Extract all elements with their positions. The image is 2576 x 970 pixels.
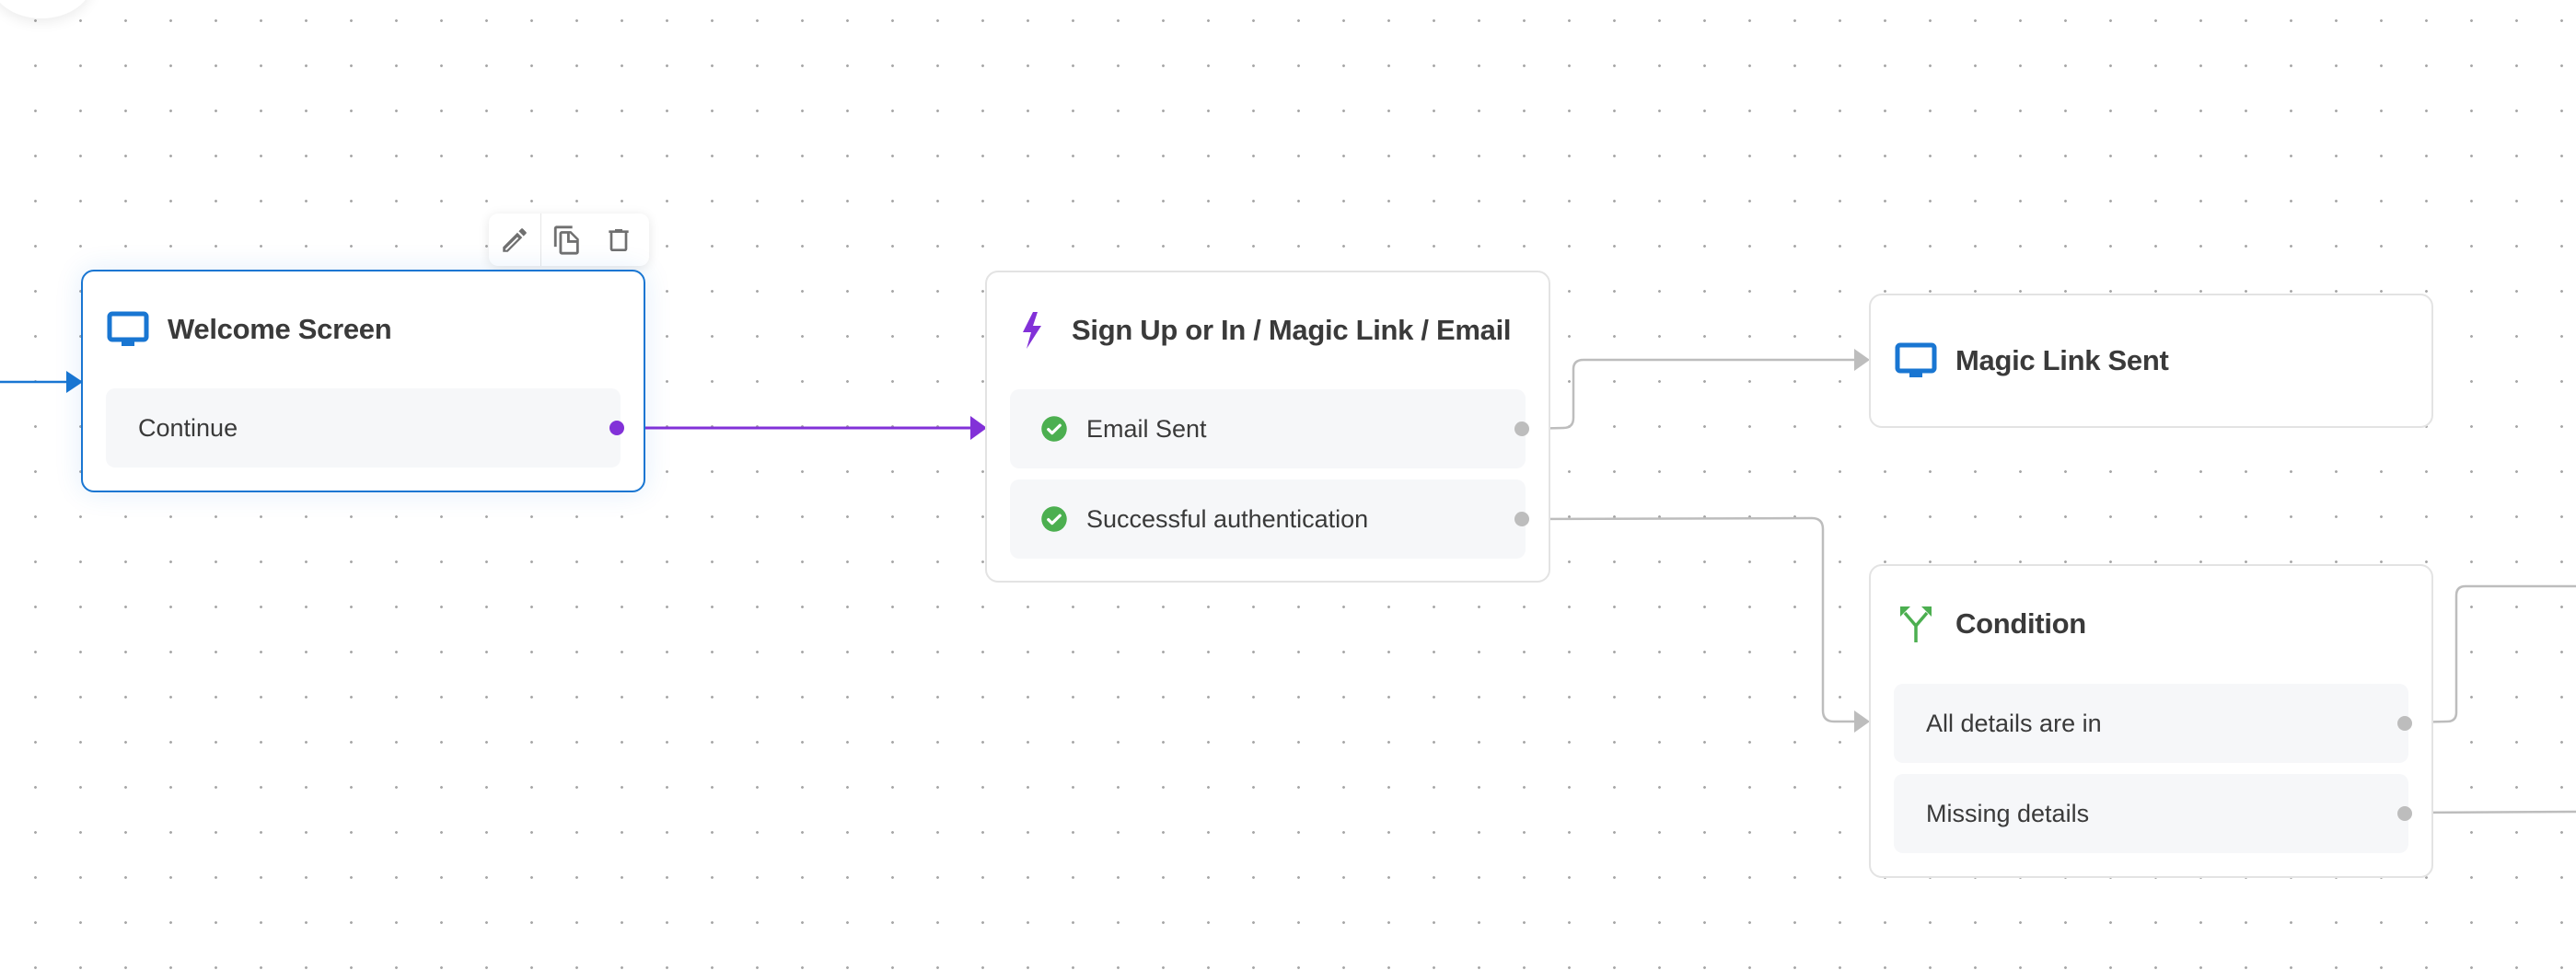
check-circle-icon [1041, 506, 1067, 532]
node-title: Sign Up or In / Magic Link / Email [1072, 314, 1512, 346]
edge-continue-signup[interactable] [620, 416, 987, 440]
node-header: Welcome Screen [107, 308, 392, 351]
monitor-icon [107, 308, 149, 351]
toolbar-divider [540, 214, 541, 266]
edit-button[interactable] [489, 214, 540, 266]
edge-email-sent-magic-link[interactable] [1524, 349, 1870, 431]
node-condition[interactable]: Condition All details are in Missing det… [1869, 564, 2433, 878]
output-handle[interactable] [1514, 512, 1529, 526]
duplicate-button[interactable] [541, 214, 593, 266]
row-label: Successful authentication [1086, 504, 1369, 533]
node-title: Magic Link Sent [1955, 344, 2169, 376]
output-handle[interactable] [2397, 806, 2412, 821]
output-handle[interactable] [2397, 716, 2412, 731]
node-sign-up-magic-link[interactable]: Sign Up or In / Magic Link / Email Email… [985, 271, 1550, 583]
node-header: Condition [1895, 603, 2086, 645]
node-toolbar [489, 214, 649, 266]
row-label: Email Sent [1086, 414, 1207, 443]
row-label: All details are in [1926, 709, 2102, 737]
output-missing-details[interactable]: Missing details [1894, 774, 2412, 853]
check-circle-icon [1041, 416, 1067, 442]
pencil-icon [503, 227, 527, 252]
output-all-details-are-in[interactable]: All details are in [1894, 684, 2412, 763]
monitor-icon [1895, 340, 1937, 382]
lightning-icon [1011, 309, 1053, 352]
node-magic-link-sent[interactable]: Magic Link Sent [1869, 294, 2433, 428]
output-email-sent[interactable]: Email Sent [1010, 389, 1529, 468]
output-successful-authentication[interactable]: Successful authentication [1010, 479, 1529, 559]
edge-missing-details-out[interactable] [2408, 810, 2576, 814]
output-handle[interactable] [609, 421, 624, 435]
row-label: Continue [138, 413, 238, 442]
edge-entry-welcome[interactable] [0, 371, 83, 393]
node-title: Condition [1955, 607, 2086, 640]
row-label: Missing details [1926, 799, 2090, 827]
delete-button[interactable] [593, 214, 644, 266]
node-header: Magic Link Sent [1895, 340, 2169, 382]
copy-icon [553, 225, 579, 255]
edge-all-details-out[interactable] [2408, 584, 2576, 724]
node-title: Welcome Screen [168, 313, 392, 345]
edge-success-condition[interactable] [1524, 516, 1870, 733]
split-arrows-icon [1895, 603, 1937, 645]
trash-icon [609, 228, 629, 251]
node-header: Sign Up or In / Magic Link / Email [1011, 309, 1512, 352]
node-welcome-screen[interactable]: Welcome Screen Continue [81, 270, 645, 492]
output-handle[interactable] [1514, 421, 1529, 436]
canvas-control-partial[interactable] [0, 0, 92, 18]
output-continue[interactable]: Continue [106, 388, 624, 468]
